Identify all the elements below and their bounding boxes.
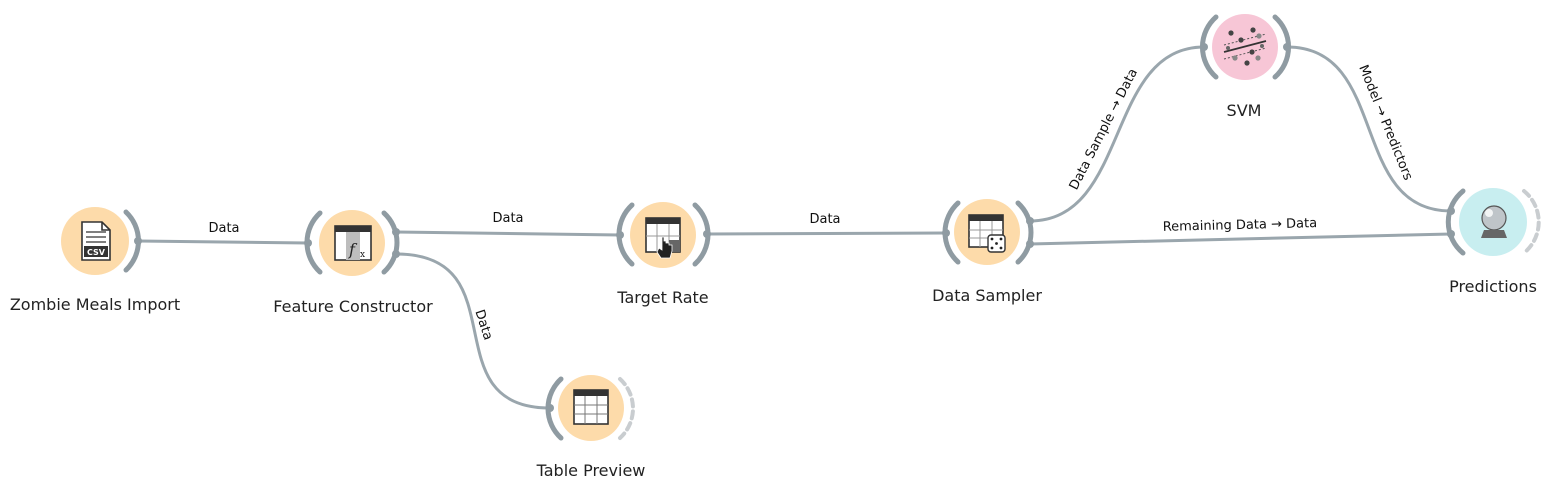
link-sampler-svm[interactable]: Data Sample → Data [1029,45,1205,223]
widget-label: Target Rate [616,288,708,307]
widget-data-sampler[interactable]: Data Sampler [932,199,1042,305]
svg-text:x: x [360,250,365,260]
widget-label: Predictions [1449,277,1537,296]
link-label: Data Sample → Data [1067,66,1141,192]
scatter-margin-icon [1223,27,1267,66]
widget-predictions[interactable]: Predictions [1445,188,1541,296]
link-label: Data [809,212,840,227]
widget-target-rate[interactable]: Target Rate [616,202,711,307]
link-feature-preview[interactable]: Data [395,252,551,410]
csv-file-icon: CSV [81,221,111,261]
formula-fx-icon: f x [334,225,372,261]
widget-table-preview[interactable]: Table Preview [536,375,646,480]
widget-label: Table Preview [536,461,646,480]
crystal-ball-icon [1481,205,1507,238]
widget-label: SVM [1227,101,1262,120]
svg-text:f: f [348,240,358,259]
table-grid-icon [573,389,609,425]
link-label: Remaining Data → Data [1163,216,1318,235]
link-feature-target[interactable]: Data [395,211,621,237]
widget-label: Data Sampler [932,286,1042,305]
link-label: Data [208,221,239,236]
table-dice-icon [968,214,1006,253]
link-label: Data [492,211,523,226]
widget-label: Feature Constructor [273,297,433,316]
widget-zombie-meals-import[interactable]: CSV Zombie Meals Import [10,207,180,314]
widget-label: Zombie Meals Import [10,295,180,314]
link-target-sampler[interactable]: Data [706,212,947,236]
link-svm-predictions[interactable]: Model → Predictors [1286,45,1452,213]
link-zombie-feature[interactable]: Data [137,221,309,245]
table-pointer-icon [645,217,681,259]
widget-feature-constructor[interactable]: f x Feature Constructor [273,210,433,316]
svg-text:CSV: CSV [87,248,106,257]
widget-svm[interactable]: SVM [1200,14,1291,120]
link-sampler-predictions[interactable]: Remaining Data → Data [1029,216,1452,246]
